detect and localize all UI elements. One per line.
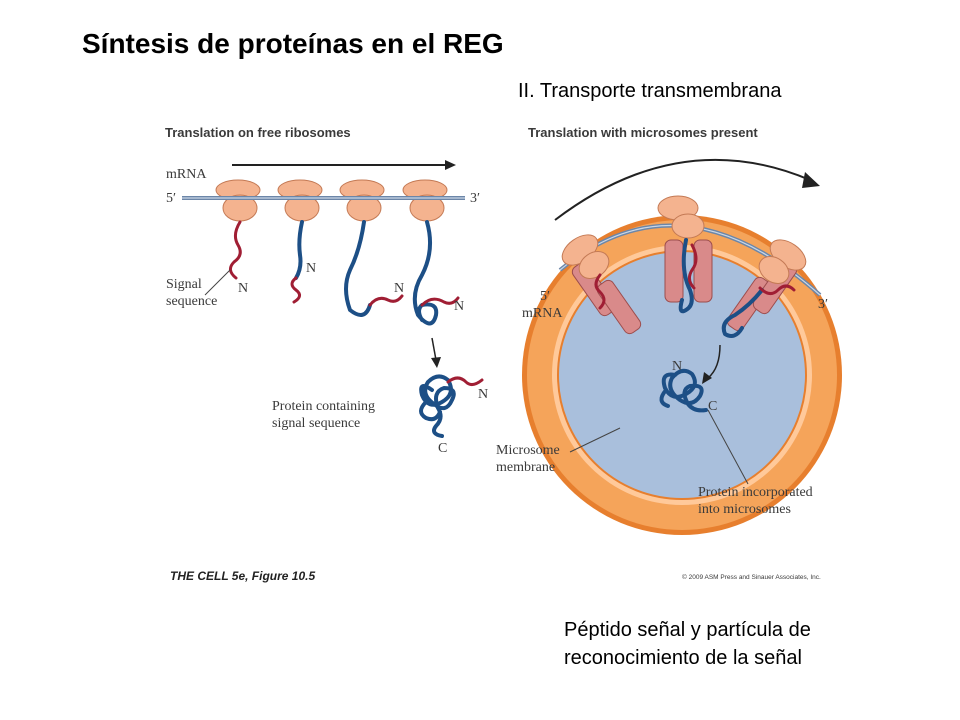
membrane-leader-line [569, 427, 621, 453]
right-panel-heading: Translation with microsomes present [528, 125, 758, 140]
right-panel: Translation with microsomes present [496, 125, 842, 581]
signal-sequence [758, 284, 796, 295]
three-prime-label: 3′ [470, 191, 480, 206]
signal-label-line-2: sequence [166, 294, 217, 309]
polypeptide-chain [721, 288, 764, 338]
slide-subtitle: II. Transporte transmembrana [518, 80, 782, 102]
arrow-head-icon [802, 172, 820, 188]
signal-sequence [368, 294, 404, 307]
protein-label-line-1: Protein containing [272, 399, 375, 414]
c-terminus-label: C [708, 399, 717, 414]
signal-label-line-1: Signal [166, 277, 202, 292]
caption-line-2: reconocimiento de la señal [564, 647, 802, 669]
n-terminus-label: N [478, 387, 488, 402]
polypeptide-chain [294, 220, 304, 280]
signal-sequence [229, 220, 242, 280]
c-terminus-label: C [438, 441, 447, 456]
protein-label-line-2: signal sequence [272, 416, 360, 431]
ribosome [402, 179, 448, 222]
membrane-label-line-1: Microsome [496, 443, 560, 458]
ribosome [339, 179, 385, 222]
protein-leader-line [707, 409, 749, 485]
ribosome [758, 239, 807, 284]
membrane-label-line-2: membrane [496, 460, 555, 475]
three-prime-label: 3′ [818, 297, 828, 312]
mrna-label: mRNA [522, 306, 563, 321]
slide-title: Síntesis de proteínas en el REG [82, 28, 504, 59]
protein-incorporated-line-2: into microsomes [698, 502, 791, 517]
left-panel: Translation on free ribosomes mRNA 5′ 3′ [165, 125, 488, 583]
caption-line-1: Péptido señal y partícula de [564, 619, 811, 641]
folding-arrow [707, 344, 721, 379]
signal-leader-line [204, 269, 231, 296]
n-terminus-label: N [672, 359, 682, 374]
ribosome [215, 179, 261, 222]
arrow-head-icon [431, 357, 441, 368]
ribosome [561, 234, 610, 279]
rotation-arrow [554, 158, 811, 221]
signal-sequence [594, 273, 606, 310]
signal-sequence [420, 296, 460, 307]
five-prime-label: 5′ [540, 289, 550, 304]
arrow-head-icon [702, 372, 712, 384]
five-prime-label: 5′ [166, 191, 176, 206]
protein-incorporated-line-1: Protein incorporated [698, 485, 813, 500]
polypeptide-chain [344, 220, 372, 317]
polypeptide-chain [678, 238, 694, 314]
arrow-head-icon [445, 160, 456, 170]
ribosome [657, 195, 705, 239]
folded-protein [659, 368, 708, 413]
folding-arrow [431, 337, 437, 361]
copyright-notice: © 2009 ASM Press and Sinauer Associates,… [682, 573, 821, 581]
slide-caption: Péptido señal y partícula de reconocimie… [564, 616, 811, 672]
signal-sequence [290, 276, 301, 304]
polypeptide-chain [412, 220, 439, 326]
left-panel-heading: Translation on free ribosomes [165, 125, 351, 140]
n-terminus-label: N [394, 281, 404, 296]
signal-sequence [687, 243, 698, 290]
folded-protein [419, 374, 484, 438]
n-terminus-label: N [306, 261, 316, 276]
figure-10-5: Translation on free ribosomes mRNA 5′ 3′ [165, 125, 842, 583]
mrna-label: mRNA [166, 167, 207, 182]
ribosome [277, 179, 323, 222]
n-terminus-label: N [238, 281, 248, 296]
n-terminus-label: N [454, 299, 464, 314]
figure-credit: THE CELL 5e, Figure 10.5 [170, 569, 315, 583]
